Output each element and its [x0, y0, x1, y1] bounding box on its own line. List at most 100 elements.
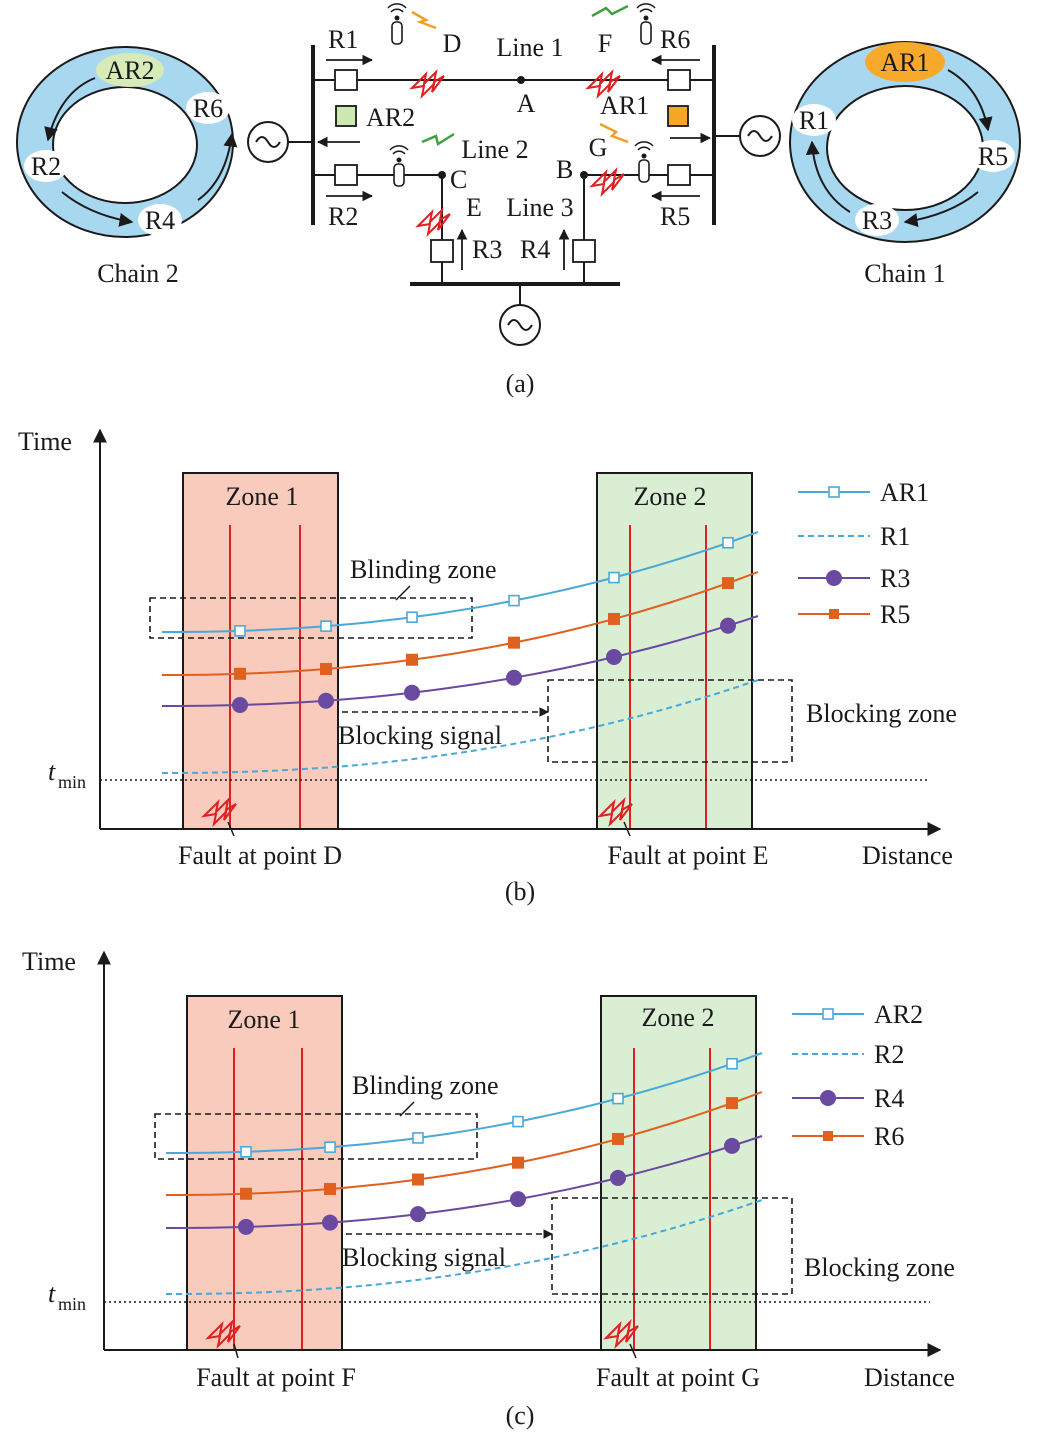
r5-point [406, 653, 418, 666]
legend-item: R6 [874, 1122, 904, 1151]
relay-r3-breaker [430, 239, 454, 263]
blinding-zone-box [149, 597, 473, 639]
chain-2-arrow [44, 77, 96, 142]
r1-curve [162, 679, 759, 774]
antenna-icon [389, 145, 409, 187]
ar1-point [608, 571, 620, 584]
adaptive-relay-ar1-label: AR1 [600, 91, 649, 120]
tmin-label: t [48, 757, 56, 786]
legend-b: AR1 R1 R3 R5 [798, 478, 929, 629]
wireless-signal-icon [411, 10, 437, 30]
r3-point [404, 684, 420, 701]
fault-point-e: E [466, 193, 482, 222]
legend-item: R3 [880, 564, 910, 593]
r6-point [412, 1173, 424, 1186]
fault-point-g: G [589, 133, 608, 162]
legend-item: R5 [880, 600, 910, 629]
panel-a-caption: (a) [506, 369, 535, 398]
blocking-zone-box [547, 679, 793, 763]
chain-2-ring: AR2 R6 R4 R2 Chain 2 [16, 46, 238, 288]
fault-g-icon [591, 169, 625, 195]
chain-2-item-r2: R2 [31, 152, 61, 181]
chain-2-label: Chain 2 [97, 259, 179, 288]
r5-point [234, 667, 246, 680]
r4-curve [166, 1135, 763, 1229]
fault-point-f: F [598, 29, 612, 58]
chain-2-arrow [61, 191, 134, 227]
ar1-point [722, 536, 734, 549]
chain-1-ar1-highlight [865, 42, 945, 82]
blinding-zone-label: Blinding zone [352, 1071, 499, 1100]
antenna-icon [636, 3, 656, 45]
relay-r3-label: R3 [472, 235, 502, 264]
ar2-point [726, 1057, 738, 1070]
r6-point [512, 1156, 524, 1169]
legend-item: AR1 [880, 478, 929, 507]
fault-d-icon [411, 71, 445, 97]
y-axis-label: Time [22, 947, 76, 976]
panel-b-caption: (b) [505, 877, 535, 906]
chain-2-item-r4: R4 [145, 206, 175, 235]
zone-1-box [182, 472, 339, 830]
r4-point [724, 1137, 740, 1154]
panel-c-caption: (c) [506, 1401, 535, 1430]
r4-point [510, 1191, 526, 1208]
r5-point [722, 577, 734, 590]
curves-c [166, 1052, 763, 1295]
generator-bottom [499, 284, 541, 346]
fault-point-d: D [443, 29, 462, 58]
blocking-zone-label: Blocking zone [806, 699, 957, 728]
r2-curve [166, 1199, 763, 1295]
r5-point [508, 636, 520, 649]
ar2-point [612, 1092, 624, 1105]
r3-point [232, 696, 248, 713]
relay-r1-label: R1 [328, 25, 358, 54]
fault-e-icon [417, 209, 451, 235]
r6-curve [166, 1091, 763, 1196]
line-1-label: Line 1 [496, 33, 563, 62]
chain-1-arrow [947, 69, 993, 132]
relay-r5-breaker [667, 164, 691, 186]
wireless-signal-icon [599, 122, 629, 144]
wireless-signal-icon [421, 132, 455, 146]
panel-c: Zone 1 Zone 2 Time Distance t min Blindi… [22, 947, 955, 1430]
x-axis-label: Distance [864, 1363, 955, 1392]
adaptive-relay-ar1-marker [667, 105, 689, 127]
ar2-point [412, 1132, 424, 1144]
x-axis-label: Distance [862, 841, 953, 870]
chain-1-item-ar1: AR1 [880, 48, 929, 77]
fault-label-zone-1: Fault at point F [196, 1363, 356, 1392]
zone-1-box [186, 995, 343, 1351]
zone-2-box [600, 995, 757, 1351]
relay-r4-breaker [572, 239, 596, 263]
zone-1-label: Zone 1 [228, 1005, 301, 1034]
ar1-point [234, 625, 246, 637]
legend-item: R4 [874, 1084, 904, 1113]
ar1-curve [162, 531, 759, 633]
ar2-point [324, 1141, 336, 1153]
ar1-point [508, 594, 520, 607]
bus-point-a: A [517, 89, 536, 118]
relay-r1-breaker [334, 69, 358, 91]
relay-r6-breaker [667, 69, 691, 91]
legend-item: AR2 [874, 1000, 923, 1029]
r4-point [410, 1206, 426, 1223]
legend-c: AR2 R2 R4 R6 [792, 1000, 923, 1151]
legend-item: R1 [880, 522, 910, 551]
chain-2-arrow [197, 132, 238, 201]
chain-2-item-ar2: AR2 [105, 56, 154, 85]
zone-2-label: Zone 2 [642, 1003, 715, 1032]
bus-point-b: B [556, 155, 573, 184]
zone-1-label: Zone 1 [226, 482, 299, 511]
tmin-subscript: min [58, 1294, 86, 1314]
adaptive-relay-ar2-label: AR2 [366, 103, 415, 132]
relay-r2-breaker [334, 164, 358, 186]
chain-2-item-r6: R6 [193, 94, 223, 123]
bus-point-c: C [450, 165, 467, 194]
r3-point [506, 669, 522, 686]
relay-r6-label: R6 [660, 25, 690, 54]
ar2-point [240, 1145, 252, 1158]
r6-point [612, 1132, 624, 1145]
r4-point [322, 1214, 338, 1231]
